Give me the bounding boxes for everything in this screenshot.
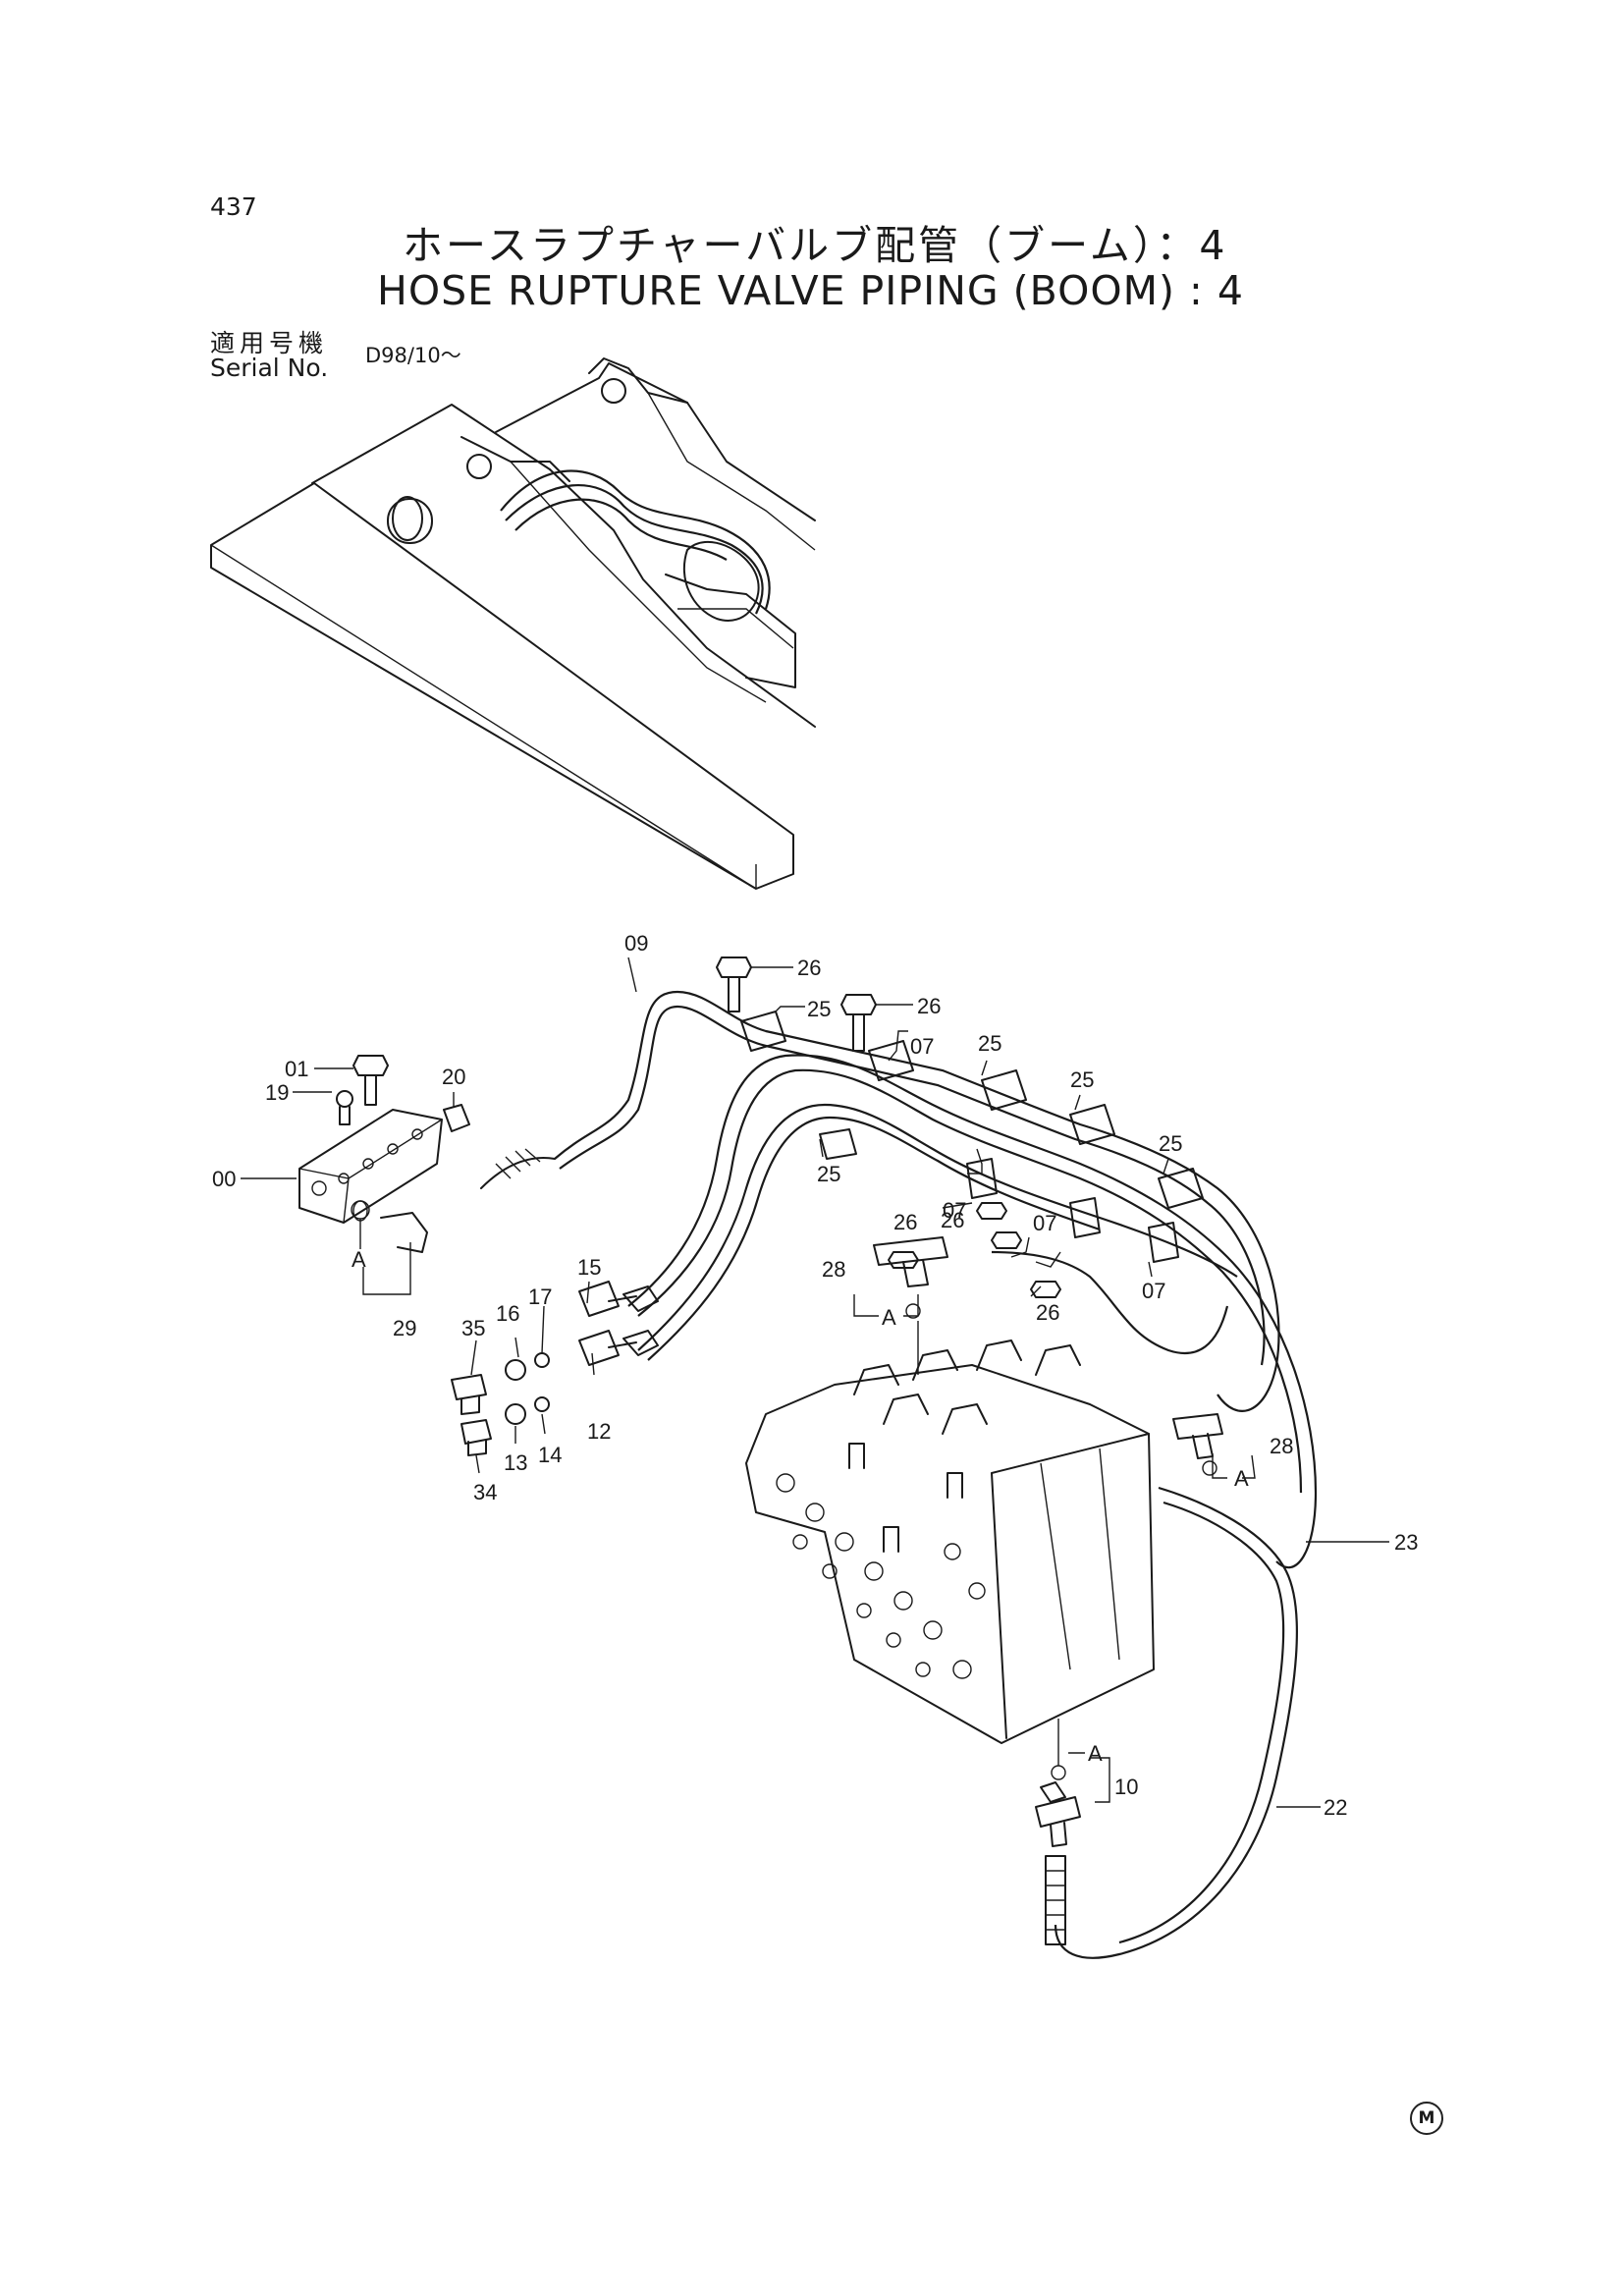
callout-22: 22 [1324, 1795, 1347, 1820]
callout-26-c: 26 [893, 1210, 917, 1234]
callout-A-right: A [1234, 1466, 1249, 1491]
callout-20: 20 [442, 1065, 465, 1089]
control-valve-block [745, 1339, 1155, 1744]
boom-overview-illustration [210, 357, 816, 890]
callout-25-a: 25 [978, 1031, 1001, 1056]
callout-19: 19 [265, 1080, 289, 1105]
callout-34: 34 [473, 1480, 497, 1504]
callout-26-e: 26 [1036, 1300, 1059, 1325]
page-title-japanese: ホースラプチャーバルブ配管（ブーム）：4 [403, 222, 1228, 269]
callout-00: 00 [212, 1167, 236, 1191]
callout-09: 09 [624, 931, 648, 956]
m-mark-symbol: M [1410, 2102, 1443, 2135]
callout-07-d: 07 [1142, 1279, 1165, 1303]
callout-A-tee: A [882, 1305, 896, 1330]
callout-07-c: 07 [1033, 1211, 1056, 1235]
callout-13: 13 [504, 1450, 527, 1475]
callout-A-manifold: A [352, 1247, 366, 1272]
callout-25-d: 25 [817, 1162, 840, 1186]
callout-28-right: 28 [1270, 1434, 1293, 1458]
callout-35: 35 [461, 1316, 485, 1340]
callout-26-top: 26 [797, 956, 821, 980]
serial-number-value: D98/10～ [365, 344, 461, 367]
callout-28-left: 28 [822, 1257, 845, 1282]
hose-piping-lines [480, 990, 1318, 1959]
callout-07-top: 07 [910, 1034, 934, 1059]
callout-23: 23 [1394, 1530, 1418, 1555]
callout-26-top-right: 26 [917, 994, 941, 1018]
callout-25-top: 25 [807, 997, 831, 1021]
callout-25-b: 25 [1070, 1067, 1094, 1092]
part-number-callouts: 09 26 26 25 07 25 25 25 25 01 19 20 00 A… [212, 931, 1418, 1820]
leader-lines [241, 957, 1389, 1808]
callout-07-b: 07 [943, 1198, 966, 1223]
callout-17: 17 [528, 1285, 552, 1309]
callout-14: 14 [538, 1443, 562, 1467]
callout-15: 15 [577, 1255, 601, 1280]
callout-26-d: 26 [941, 1208, 964, 1232]
callout-A-bottom: A [1088, 1741, 1103, 1766]
plugs-and-adapters [451, 1281, 659, 1456]
clamp-brackets [740, 1011, 1204, 1263]
callout-01: 01 [285, 1057, 308, 1081]
manifold-block [298, 1109, 443, 1253]
callout-29: 29 [393, 1316, 416, 1340]
callout-25-c: 25 [1159, 1131, 1182, 1156]
bolts-and-fittings [336, 957, 1223, 1847]
callout-10: 10 [1114, 1775, 1138, 1799]
callout-12: 12 [587, 1419, 611, 1444]
serial-label-japanese: 適用号機 [210, 329, 329, 357]
page-number: 437 [210, 192, 257, 221]
page-title-english: HOSE RUPTURE VALVE PIPING (BOOM) : 4 [377, 267, 1244, 314]
callout-16: 16 [496, 1301, 519, 1326]
serial-label-english: Serial No. [210, 354, 329, 382]
